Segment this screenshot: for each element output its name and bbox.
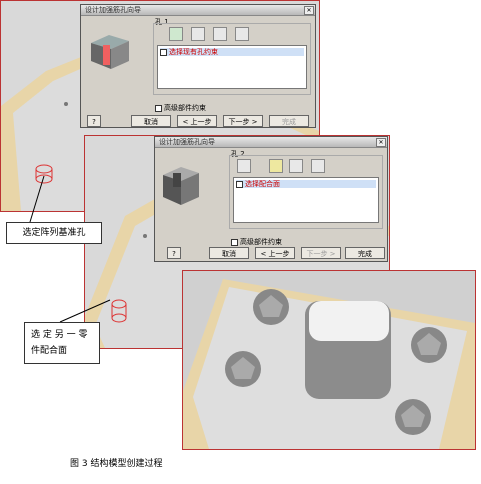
advanced-constraint-checkbox[interactable]: 高级部件约束 (155, 103, 206, 113)
list-item[interactable]: 选择配合面 (236, 180, 376, 188)
constraint-list[interactable]: 选择现有孔约束 (157, 45, 307, 89)
finish-button[interactable]: 完成 (269, 115, 309, 127)
final-plate-render (183, 271, 475, 449)
constraint-list[interactable]: 选择配合面 (233, 177, 379, 223)
align-tool-icon-3[interactable] (235, 27, 249, 41)
back-button[interactable]: < 上一步 (177, 115, 217, 127)
help-button[interactable]: ? (167, 247, 181, 259)
step-label: 孔 1 (155, 18, 169, 26)
step-group (153, 23, 311, 95)
step-label: 孔 2 (231, 150, 245, 158)
select-hole-tool-icon[interactable] (237, 159, 251, 173)
cancel-button[interactable]: 取消 (131, 115, 171, 127)
next-button[interactable]: 下一步 > (223, 115, 263, 127)
list-item-label: 选择现有孔约束 (169, 48, 218, 56)
align-tool-icon-3[interactable] (311, 159, 325, 173)
next-button[interactable]: 下一步 > (301, 247, 341, 259)
advanced-constraint-checkbox[interactable]: 高级部件约束 (231, 237, 282, 247)
dialog-title-bar: 设计加强筋孔向导 ✕ (81, 5, 315, 16)
align-tool-icon-2[interactable] (289, 159, 303, 173)
dialog-title: 设计加强筋孔向导 (159, 138, 215, 146)
callout-select-array-hole: 选定阵列基准孔 (6, 222, 102, 244)
hole-preview-image (91, 35, 129, 69)
callout-select-mating-face: 选 定 另 一 零 件配合面 (24, 322, 100, 364)
hole-wizard-dialog-2: 设计加强筋孔向导 ✕ 孔 2 选择配合面 高级部件约束 ? 取消 < 上一步 下… (154, 136, 388, 262)
checkbox-icon[interactable] (236, 180, 243, 188)
final-model-viewport (182, 270, 476, 450)
advanced-constraint-label: 高级部件约束 (164, 104, 206, 112)
back-button[interactable]: < 上一步 (255, 247, 295, 259)
list-item[interactable]: 选择现有孔约束 (160, 48, 304, 56)
figure-caption: 图 3 结构模型创建过程 (70, 459, 163, 469)
align-tool-icon-1[interactable] (269, 159, 283, 173)
checkbox-icon[interactable] (160, 48, 167, 56)
callout-text: 选定阵列基准孔 (22, 228, 86, 238)
close-icon[interactable]: ✕ (304, 6, 314, 15)
hole-wizard-dialog-1: 设计加强筋孔向导 ✕ 孔 1 选择现有孔约束 高级部件约束 ? 取消 < 上一步… (80, 4, 316, 128)
select-hole-tool-icon[interactable] (169, 27, 183, 41)
align-tool-icon-1[interactable] (191, 27, 205, 41)
dialog-title-bar: 设计加强筋孔向导 ✕ (155, 137, 387, 148)
hole-preview-image (163, 167, 199, 205)
dialog-title: 设计加强筋孔向导 (85, 6, 141, 14)
help-button[interactable]: ? (87, 115, 101, 127)
callout-text-line2: 件配合面 (31, 346, 68, 356)
list-item-label: 选择配合面 (245, 180, 280, 188)
finish-button[interactable]: 完成 (345, 247, 385, 259)
cancel-button[interactable]: 取消 (209, 247, 249, 259)
callout-text-line1: 选 定 另 一 零 (31, 330, 88, 340)
advanced-constraint-label: 高级部件约束 (240, 238, 282, 246)
align-tool-icon-2[interactable] (213, 27, 227, 41)
close-icon[interactable]: ✕ (376, 138, 386, 147)
step-group (229, 155, 383, 229)
